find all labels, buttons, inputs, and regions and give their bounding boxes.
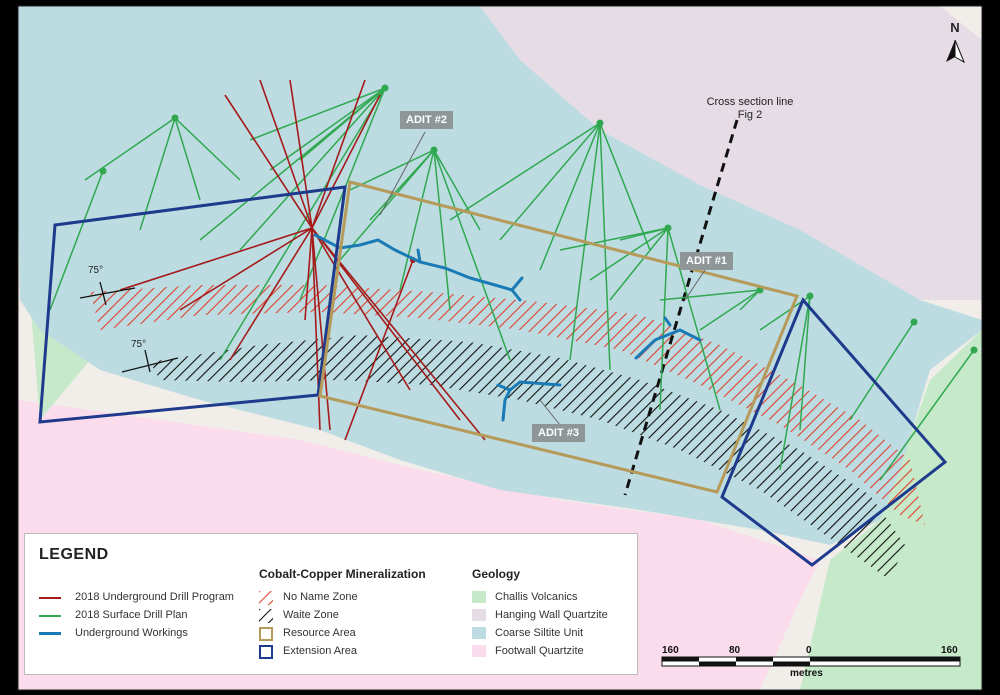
legend-underground-drill: 2018 Underground Drill Program [75,591,234,603]
cross-section-label-line1: Cross section line [706,96,794,108]
adit2-callout: ADIT #2 [400,111,453,129]
adit1-callout: ADIT #1 [680,252,733,270]
dip-tick-upper [99,281,107,306]
map-frame [17,5,983,691]
resource-area [318,180,800,494]
footwall-swatch [472,645,486,657]
legend-challis: Challis Volcanics [495,591,578,603]
adit2-leader [379,131,426,216]
coarse-siltite-unit-area [18,6,982,545]
legend-mineralization-title: Cobalt-Copper Mineralization [259,567,426,581]
scale-tick-label-80: 80 [729,645,741,656]
cross-section-label: Cross section line Fig 2 [690,96,810,122]
dip-marker-lower [121,357,179,373]
legend-extension-area: Extension Area [283,645,357,657]
extension-area-east [720,297,948,567]
no-name-zone-swatch-icon [259,591,273,605]
legend-surface-drill: 2018 Surface Drill Plan [75,609,188,621]
resource-swatch [259,627,273,641]
dip-marker-upper [79,287,136,299]
legend-waite-zone: Waite Zone [283,609,339,621]
surface-drill-swatch [39,615,61,617]
extension-area-west [38,185,347,424]
north-label: N [950,20,960,35]
legend-no-name-zone: No Name Zone [283,591,358,603]
coarse-swatch [472,627,486,639]
cross-section-line [623,119,739,496]
dip-label-upper: 75° [88,265,104,276]
legend-resource-area: Resource Area [283,627,356,639]
surface-drill-collars [99,84,978,354]
legend-coarse: Coarse Siltite Unit [495,627,584,639]
dip-label-lower: 75° [131,339,147,350]
legend-footwall: Footwall Quartzite [495,645,584,657]
legend-panel: LEGEND 2018 Underground Drill Program 20… [24,533,638,675]
coarse-siltite-corner [18,6,118,106]
challis-volcanics-right [800,330,982,690]
underground-drill-swatch [39,597,61,599]
cross-section-label-line2: Fig 2 [737,109,763,121]
hanging-wall-quartzite-area [480,6,982,300]
underground-workings [313,233,702,422]
legend-title: LEGEND [39,546,109,563]
scale-tick-label-left: 160 [662,645,679,656]
adit3-leader [539,399,561,426]
workings-swatch [39,632,61,635]
scale-bar [661,656,961,667]
dip-tick-lower [144,349,151,373]
legend-workings: Underground Workings [75,627,188,639]
adit1-leader [684,269,706,301]
challis-swatch [472,591,486,603]
north-arrow-icon [946,39,966,64]
scale-unit: metres [790,668,823,679]
waite-zone-swatch-icon [259,609,273,623]
extension-swatch [259,645,273,659]
scale-tick-label-right: 160 [941,645,958,656]
no-name-zone-hatch [90,285,925,525]
legend-geology-title: Geology [472,567,521,581]
scale-tick-label-0: 0 [806,645,812,656]
adit3-callout: ADIT #3 [532,424,585,442]
legend-hanging: Hanging Wall Quartzite [495,609,608,621]
hanging-swatch [472,609,486,621]
